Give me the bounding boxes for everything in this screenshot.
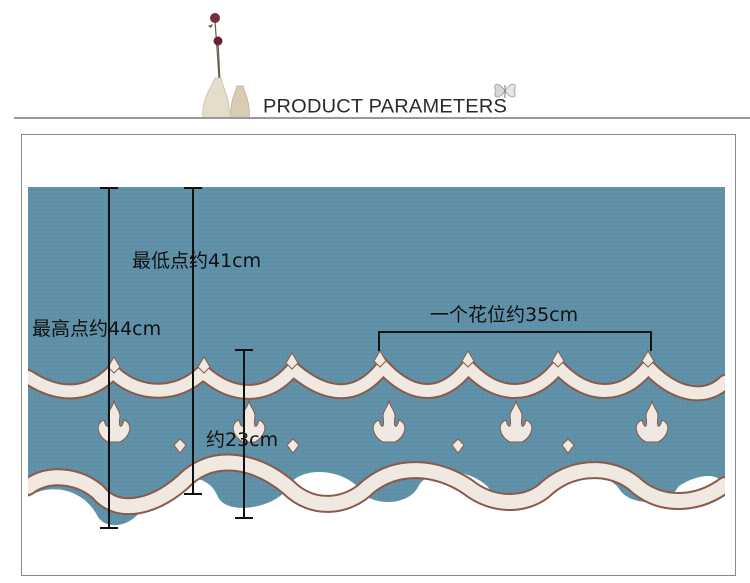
header-divider (14, 117, 750, 119)
scallop-depth-dimension-line (243, 350, 245, 518)
highest-point-bottom-tick (100, 527, 118, 529)
upper-trim (28, 354, 725, 402)
scallop-depth-label: 约23cm (206, 429, 279, 451)
pattern-repeat-dimension-line (379, 331, 652, 333)
highest-point-top-tick (100, 187, 118, 189)
pattern-repeat-left-tick (378, 331, 380, 351)
pattern-repeat-right-tick (650, 331, 652, 351)
valance-fabric-image (28, 187, 725, 526)
scallop-depth-top-tick (235, 349, 253, 351)
pattern-repeat-label: 一个花位约35cm (430, 304, 579, 326)
highest-point-label: 最高点约44cm (32, 318, 162, 340)
butterfly-icon (494, 83, 516, 98)
highest-point-dimension-line (108, 188, 110, 528)
lowest-point-bottom-tick (184, 493, 202, 495)
lowest-point-dimension-line (192, 188, 194, 494)
header-band: PRODUCT PARAMETERS (0, 0, 750, 122)
vase-with-flowers-icon (202, 13, 250, 119)
page-title: PRODUCT PARAMETERS (263, 96, 508, 118)
lowest-point-label: 最低点约41cm (132, 250, 262, 272)
lowest-point-top-tick (184, 187, 202, 189)
scallop-depth-bottom-tick (235, 517, 253, 519)
